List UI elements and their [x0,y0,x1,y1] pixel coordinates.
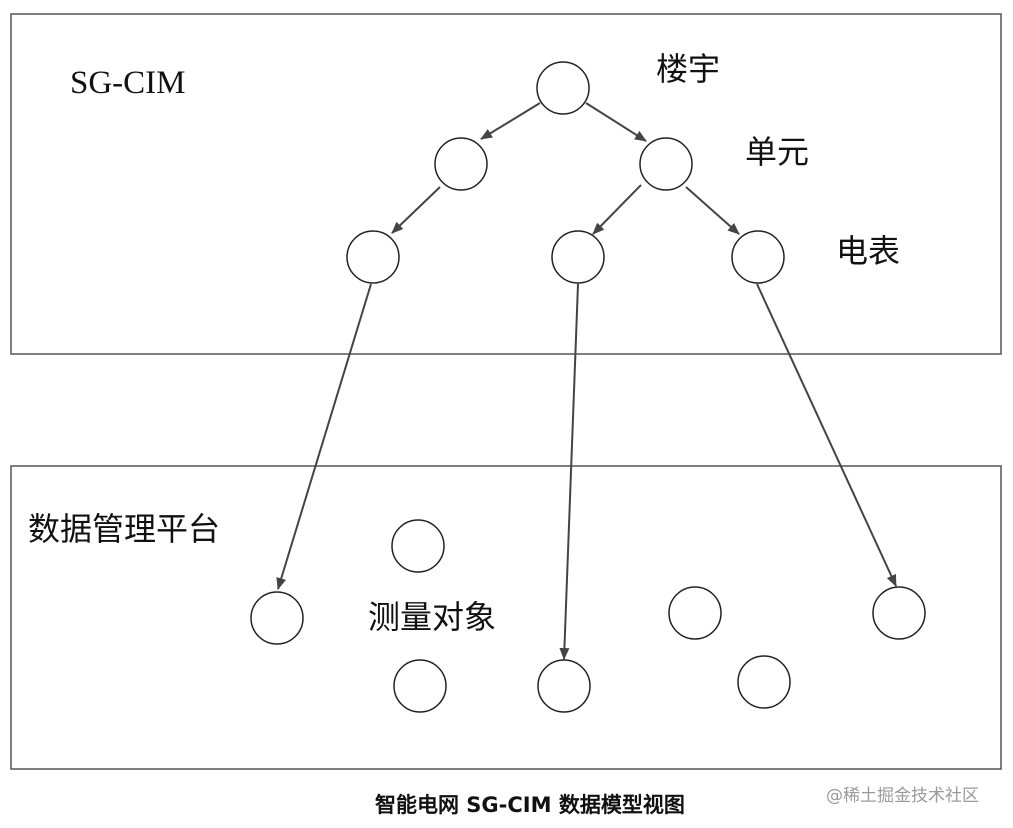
object-node [537,659,591,713]
edge-meter-2-to-object [559,283,579,660]
tree-edges [391,102,740,235]
sg-cim-panel [10,13,1002,355]
edge-building-unit-left [480,102,541,140]
object-node [737,655,791,709]
object-node [872,586,926,640]
figure-caption: 智能电网 SG-CIM 数据模型视图 [375,793,685,817]
edge-meter-3-to-object [756,283,897,587]
label-meter: 电表 [836,232,900,270]
sg-cim-title: SG-CIM [70,65,186,101]
node-building [536,61,590,115]
mapping-edges [276,283,897,660]
object-node [668,586,722,640]
edge-unit-left-meter-1 [391,186,441,234]
object-node [393,659,447,713]
data-management-panel [10,465,1002,770]
label-measurement-objects: 测量对象 [368,598,496,636]
edge-unit-right-meter-2 [592,184,642,235]
edge-unit-right-meter-3 [685,186,740,235]
measurement-objects [250,519,926,713]
edge-building-unit-right [585,102,647,142]
edge-meter-1-to-object [276,283,372,590]
label-building: 楼宇 [656,50,720,88]
data-management-title: 数据管理平台 [28,510,220,548]
label-unit: 单元 [745,133,809,171]
node-meter-3 [731,230,785,284]
object-node [391,519,445,573]
node-unit-right [639,137,693,191]
node-unit-left [434,137,488,191]
node-meter-2 [551,230,605,284]
node-meter-1 [346,230,400,284]
tree-nodes [346,61,785,284]
watermark: @稀土掘金技术社区 [826,786,979,806]
object-node [250,591,304,645]
